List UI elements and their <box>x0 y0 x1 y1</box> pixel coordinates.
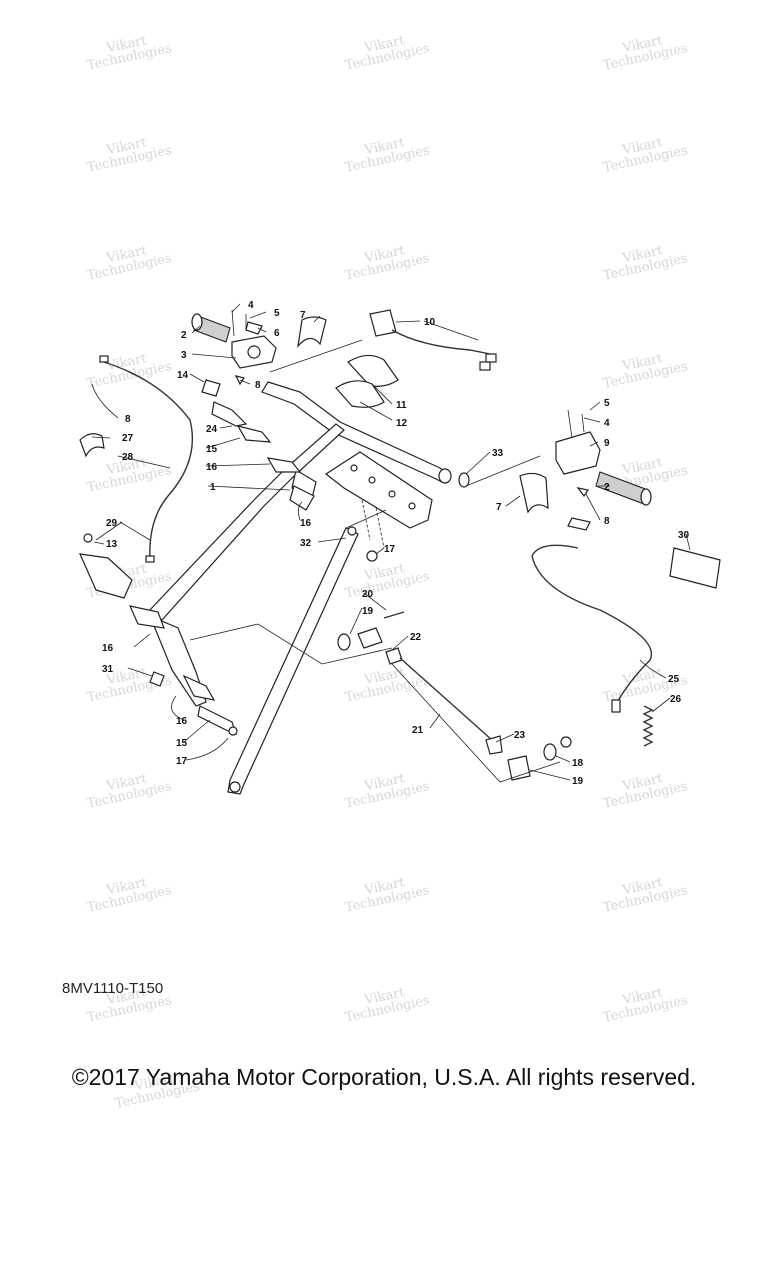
callout-label: 7 <box>496 502 502 513</box>
hand-guard-part <box>519 472 549 514</box>
callout-label: 25 <box>668 674 680 685</box>
callout-label: 31 <box>102 664 114 675</box>
callout-label: 11 <box>396 400 407 411</box>
callout-labels: 2 4 5 6 3 7 10 14 8 8 27 28 24 15 16 1 1… <box>102 300 690 787</box>
callout-label: 4 <box>248 300 254 311</box>
callout-label: 19 <box>362 606 374 617</box>
throttle-cable-right <box>531 517 652 713</box>
callout-label: 27 <box>122 433 134 444</box>
callout-label: 12 <box>396 418 408 429</box>
leader-lines <box>91 303 691 781</box>
callout-label: 13 <box>106 539 118 550</box>
callout-label: 15 <box>176 738 188 749</box>
callout-label: 18 <box>572 758 584 769</box>
spring-part <box>642 705 654 747</box>
callout-label: 16 <box>300 518 312 529</box>
callout-label: 17 <box>176 756 188 767</box>
switch-housing-part <box>369 309 497 371</box>
lower-steering-bracket-part <box>148 614 238 736</box>
callout-label: 33 <box>492 448 504 459</box>
steering-arm-part <box>227 526 359 795</box>
callout-label: 8 <box>604 516 610 527</box>
callout-label: 30 <box>678 530 690 541</box>
callout-label: 26 <box>670 694 682 705</box>
callout-label: 32 <box>300 538 312 549</box>
steering-bracket-part <box>324 451 433 549</box>
callout-label: 7 <box>300 310 306 321</box>
callout-label: 16 <box>206 462 218 473</box>
bar-end-plug-part <box>458 472 470 488</box>
callout-label: 23 <box>514 730 526 741</box>
copyright-notice: ©2017 Yamaha Motor Corporation, U.S.A. A… <box>71 1064 697 1090</box>
handlebar-part <box>261 381 452 484</box>
callout-label: 4 <box>604 418 610 429</box>
left-grip-assembly <box>191 309 277 386</box>
heater-element-part <box>669 547 721 589</box>
callout-label: 22 <box>410 632 422 643</box>
callout-label: 16 <box>176 716 188 727</box>
callout-label: 8 <box>255 380 261 391</box>
callout-label: 14 <box>177 370 189 381</box>
heater-grip-parts <box>335 354 399 408</box>
callout-label: 5 <box>274 308 280 319</box>
callout-label: 28 <box>122 452 134 463</box>
callout-label: 21 <box>412 725 424 736</box>
callout-label: 3 <box>181 350 187 361</box>
callout-label: 20 <box>362 589 374 600</box>
callout-label: 2 <box>604 482 610 493</box>
callout-label: 15 <box>206 444 218 455</box>
section-outline-lines <box>189 339 561 783</box>
callout-label: 8 <box>125 414 131 425</box>
throttle-cable-left <box>79 355 194 563</box>
callout-label: 19 <box>572 776 584 787</box>
callout-label: 24 <box>206 424 218 435</box>
callout-label: 1 <box>210 482 216 493</box>
steering-post-part <box>147 423 345 621</box>
right-grip-assembly <box>555 409 652 506</box>
callout-label: 6 <box>274 328 280 339</box>
callout-label: 5 <box>604 398 610 409</box>
callout-label: 10 <box>424 317 436 328</box>
drawing-code: 8MV1110-T150 <box>62 980 164 997</box>
hand-guard-part <box>297 316 327 348</box>
callout-label: 9 <box>604 438 610 449</box>
callout-label: 16 <box>102 643 114 654</box>
tie-rod-assembly <box>337 611 572 781</box>
fastener-parts <box>79 379 378 687</box>
callout-label: 2 <box>181 330 187 341</box>
callout-label: 29 <box>106 518 118 529</box>
callout-label: 17 <box>384 544 396 555</box>
